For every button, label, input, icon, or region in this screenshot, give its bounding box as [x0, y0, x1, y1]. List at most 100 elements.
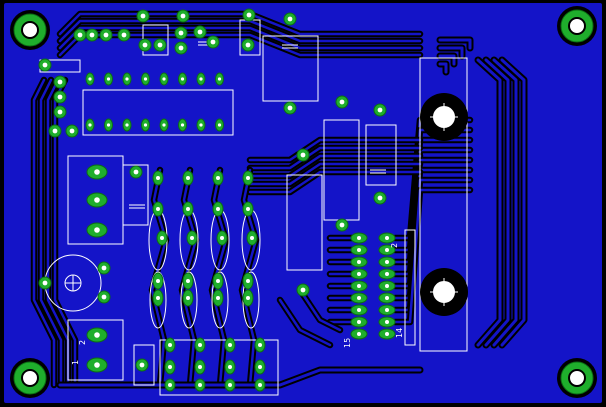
trace [298, 288, 342, 332]
pad-drill [357, 332, 361, 336]
pad-drill [385, 272, 389, 276]
pad-drill [245, 42, 251, 48]
capacitor-outline [122, 164, 149, 226]
resistor-network-outline [159, 339, 279, 396]
pad-drill [339, 222, 345, 228]
trimmer-outline [67, 319, 124, 381]
pad-drill [94, 169, 100, 175]
pad-drill [94, 362, 100, 368]
pad-drill [89, 32, 95, 38]
pad-drill [300, 152, 306, 158]
trace [58, 33, 422, 57]
pad-drill [157, 42, 163, 48]
pad-drill [94, 332, 100, 338]
pad-drill [101, 265, 107, 271]
pad-drill [357, 236, 361, 240]
pad-drill [125, 123, 129, 127]
pad-drill [385, 296, 389, 300]
trace [248, 170, 422, 194]
pad-drill [300, 287, 306, 293]
pad-drill [168, 365, 172, 369]
trace [438, 38, 472, 50]
pad-drill [377, 107, 383, 113]
pad-drill [190, 236, 194, 240]
pad-drill [216, 279, 220, 283]
pad-drill [246, 207, 250, 211]
pad-layer [10, 6, 597, 398]
pad-drill [216, 207, 220, 211]
connector-pin-label-15: 15 [343, 338, 352, 348]
pad-drill [246, 296, 250, 300]
pad-drill [385, 260, 389, 264]
trace [180, 168, 198, 387]
pad-drill [258, 383, 262, 387]
pad-drill [186, 176, 190, 180]
pad-drill [162, 123, 166, 127]
pad-drill [198, 343, 202, 347]
trace [438, 46, 464, 58]
trace-layer [30, 10, 528, 389]
pad-drill [199, 77, 203, 81]
resistor-body [211, 271, 229, 329]
pad-drill [143, 123, 148, 127]
pad-drill [246, 176, 250, 180]
trace [278, 298, 332, 347]
pad-drill [57, 94, 63, 100]
pad-drill [57, 109, 63, 115]
pad-drill [357, 272, 361, 276]
pad-drill [385, 236, 389, 240]
pad-drill [103, 32, 109, 38]
pad-drill [180, 77, 185, 81]
trimmer-pin-label-2: 2 [78, 340, 87, 345]
pad-drill [42, 62, 48, 68]
pad-drill [156, 207, 160, 211]
pad-drill [162, 77, 166, 81]
diode-outline [133, 344, 155, 386]
pad-drill [385, 284, 389, 288]
pad-drill [186, 296, 190, 300]
trace [58, 26, 422, 50]
pad-drill [69, 128, 75, 134]
pad-drill [246, 279, 250, 283]
pad-drill [57, 79, 63, 85]
pad-drill [156, 279, 160, 283]
pad-drill [42, 280, 48, 286]
pad-drill [250, 236, 254, 240]
trace [492, 58, 518, 347]
pad-drill [220, 236, 224, 240]
resistor-body [149, 271, 167, 329]
pad-drill [178, 30, 184, 36]
pad-drill [228, 383, 232, 387]
ic-outline [82, 89, 234, 136]
trace [150, 168, 168, 387]
trace [484, 58, 510, 347]
pad-drill [94, 197, 100, 203]
trace [438, 62, 448, 74]
mounting-hole [21, 369, 39, 387]
pad-drill [106, 123, 111, 127]
pad-drill [198, 383, 202, 387]
trace [210, 168, 228, 387]
pad-drill [88, 77, 92, 81]
pad-drill [156, 176, 160, 180]
trace [240, 168, 258, 387]
pad-drill [125, 77, 129, 81]
pad-drill [217, 77, 222, 81]
silkscreen-layer [39, 19, 468, 396]
pad-drill [142, 42, 148, 48]
trace [500, 58, 526, 347]
mounting-hole [21, 21, 39, 39]
mounting-hole [568, 17, 586, 35]
pad-drill [216, 176, 220, 180]
trace [476, 58, 502, 347]
pad-drill [180, 123, 185, 127]
pad-drill [339, 99, 345, 105]
pad-drill [357, 296, 361, 300]
trace [438, 54, 456, 66]
pad-drill [133, 169, 139, 175]
pad-drill [180, 13, 186, 19]
pad-drill [216, 296, 220, 300]
pad-drill [357, 260, 361, 264]
electrolytic-capacitor-outline [262, 35, 319, 102]
